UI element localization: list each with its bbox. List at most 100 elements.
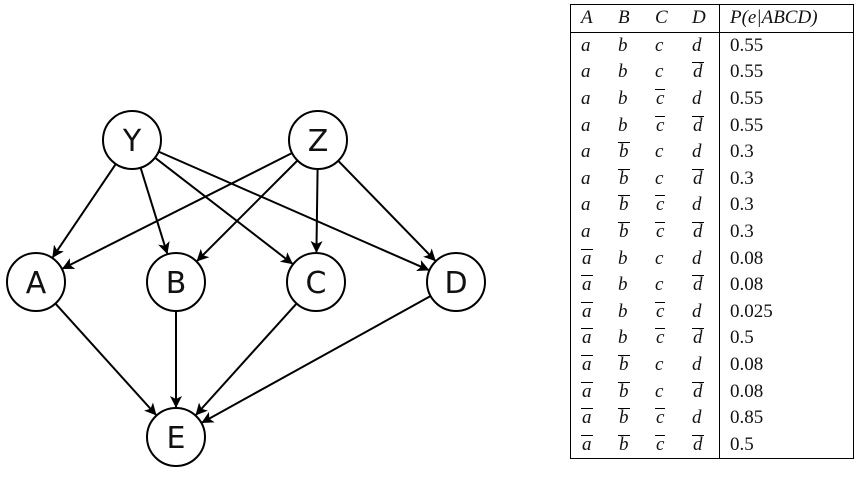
node-label: D xyxy=(444,266,467,301)
cell-value: d xyxy=(692,247,702,269)
cell-b: b xyxy=(608,32,645,59)
edge-y-to-c xyxy=(154,156,294,265)
edge-z-to-c xyxy=(310,168,323,254)
cell-a: a xyxy=(571,219,609,246)
cell-probability: 0.3 xyxy=(719,138,854,166)
node-circle xyxy=(102,110,162,170)
cell-value: a xyxy=(581,114,591,136)
cell-c: c xyxy=(645,245,682,272)
cell-value: a xyxy=(581,274,593,296)
cell-c: c xyxy=(645,219,682,246)
cell-a: a xyxy=(571,432,609,459)
node-d: D xyxy=(426,252,486,312)
cell-value: d xyxy=(692,274,704,296)
cell-c: c xyxy=(645,166,682,193)
header-b: B xyxy=(608,4,645,33)
cell-value: b xyxy=(618,354,630,376)
cell-value: c xyxy=(655,300,666,322)
cell-a: a xyxy=(571,352,609,379)
cell-b: b xyxy=(608,405,645,432)
cell-value: d xyxy=(692,354,702,376)
node-e: E xyxy=(146,407,206,467)
cell-probability: 0.3 xyxy=(719,218,854,246)
node-c: C xyxy=(286,252,346,312)
cell-b: b xyxy=(608,219,645,246)
edge-y-to-a xyxy=(51,163,117,258)
cell-d: d xyxy=(682,32,720,59)
cell-c: c xyxy=(645,139,682,166)
cell-b: b xyxy=(608,112,645,139)
cell-value: c xyxy=(655,380,664,402)
cell-b: b xyxy=(608,139,645,166)
cell-value: b xyxy=(618,380,630,402)
cell-value: c xyxy=(655,194,666,216)
node-label: C xyxy=(306,266,327,301)
cell-probability: 0.025 xyxy=(719,298,854,326)
cell-value: b xyxy=(618,88,628,110)
cell-value: d xyxy=(692,34,702,56)
edges xyxy=(51,150,436,424)
cell-value: c xyxy=(655,114,666,136)
cell-value: c xyxy=(655,247,664,269)
node-label: B xyxy=(166,266,187,301)
cell-value: d xyxy=(692,380,704,402)
cell-probability: 0.5 xyxy=(719,431,854,459)
cell-value: a xyxy=(581,88,591,110)
cell-value: b xyxy=(618,114,628,136)
cell-d: d xyxy=(682,59,720,86)
cell-d: d xyxy=(682,245,720,272)
cell-c: c xyxy=(645,272,682,299)
cell-a: a xyxy=(571,378,609,405)
cell-value: b xyxy=(618,167,630,189)
cell-c: c xyxy=(645,86,682,113)
cell-b: b xyxy=(608,86,645,113)
cell-probability: 0.3 xyxy=(719,165,854,193)
cell-probability: 0.08 xyxy=(719,351,854,379)
cell-value: d xyxy=(692,61,704,83)
cell-probability: 0.5 xyxy=(719,325,854,352)
cell-value: d xyxy=(692,300,702,322)
cell-a: a xyxy=(571,59,609,86)
cell-value: a xyxy=(581,167,591,189)
cell-value: c xyxy=(655,34,664,56)
node-z: Z xyxy=(288,110,348,170)
cell-a: a xyxy=(571,166,609,193)
node-circle xyxy=(288,110,348,170)
cell-probability: 0.08 xyxy=(719,378,854,405)
cell-value: b xyxy=(618,141,630,163)
cell-d: d xyxy=(682,405,720,432)
cell-a: a xyxy=(571,405,609,432)
cell-b: b xyxy=(608,272,645,299)
cell-value: c xyxy=(655,327,666,349)
cell-value: c xyxy=(655,167,664,189)
node-circle xyxy=(426,252,486,312)
cell-value: b xyxy=(618,194,630,216)
cell-value: c xyxy=(655,407,666,429)
cell-probability: 0.85 xyxy=(719,404,854,432)
cell-probability: 0.55 xyxy=(719,112,854,139)
cell-value: a xyxy=(581,327,593,349)
cell-value: a xyxy=(581,34,591,56)
node-circle xyxy=(286,252,346,312)
edge-z-to-a xyxy=(61,152,293,270)
cell-value: c xyxy=(655,61,664,83)
header-probability: P(e|ABCD) xyxy=(719,4,854,33)
cell-c: c xyxy=(645,352,682,379)
cell-value: a xyxy=(581,354,593,376)
node-label: A xyxy=(26,266,47,301)
cell-c: c xyxy=(645,405,682,432)
node-label: E xyxy=(167,421,186,456)
cell-d: d xyxy=(682,325,720,352)
cell-value: b xyxy=(618,247,628,269)
